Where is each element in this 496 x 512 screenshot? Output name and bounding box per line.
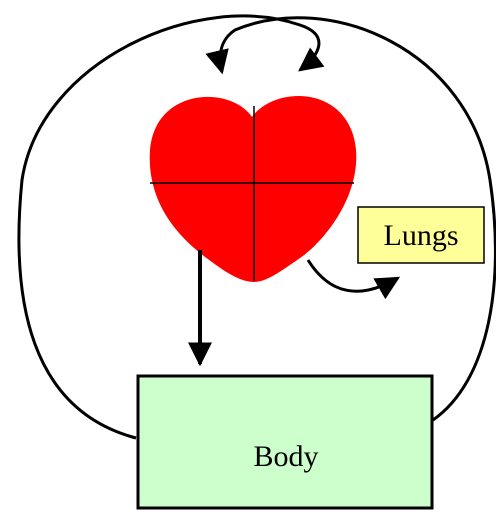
body-node: Body [138, 376, 432, 508]
lungs-label: Lungs [384, 219, 459, 252]
heart [150, 96, 357, 282]
lungs-node: Lungs [358, 207, 484, 263]
heart-to-lungs-arrow [308, 260, 398, 291]
body-label: Body [253, 440, 318, 473]
